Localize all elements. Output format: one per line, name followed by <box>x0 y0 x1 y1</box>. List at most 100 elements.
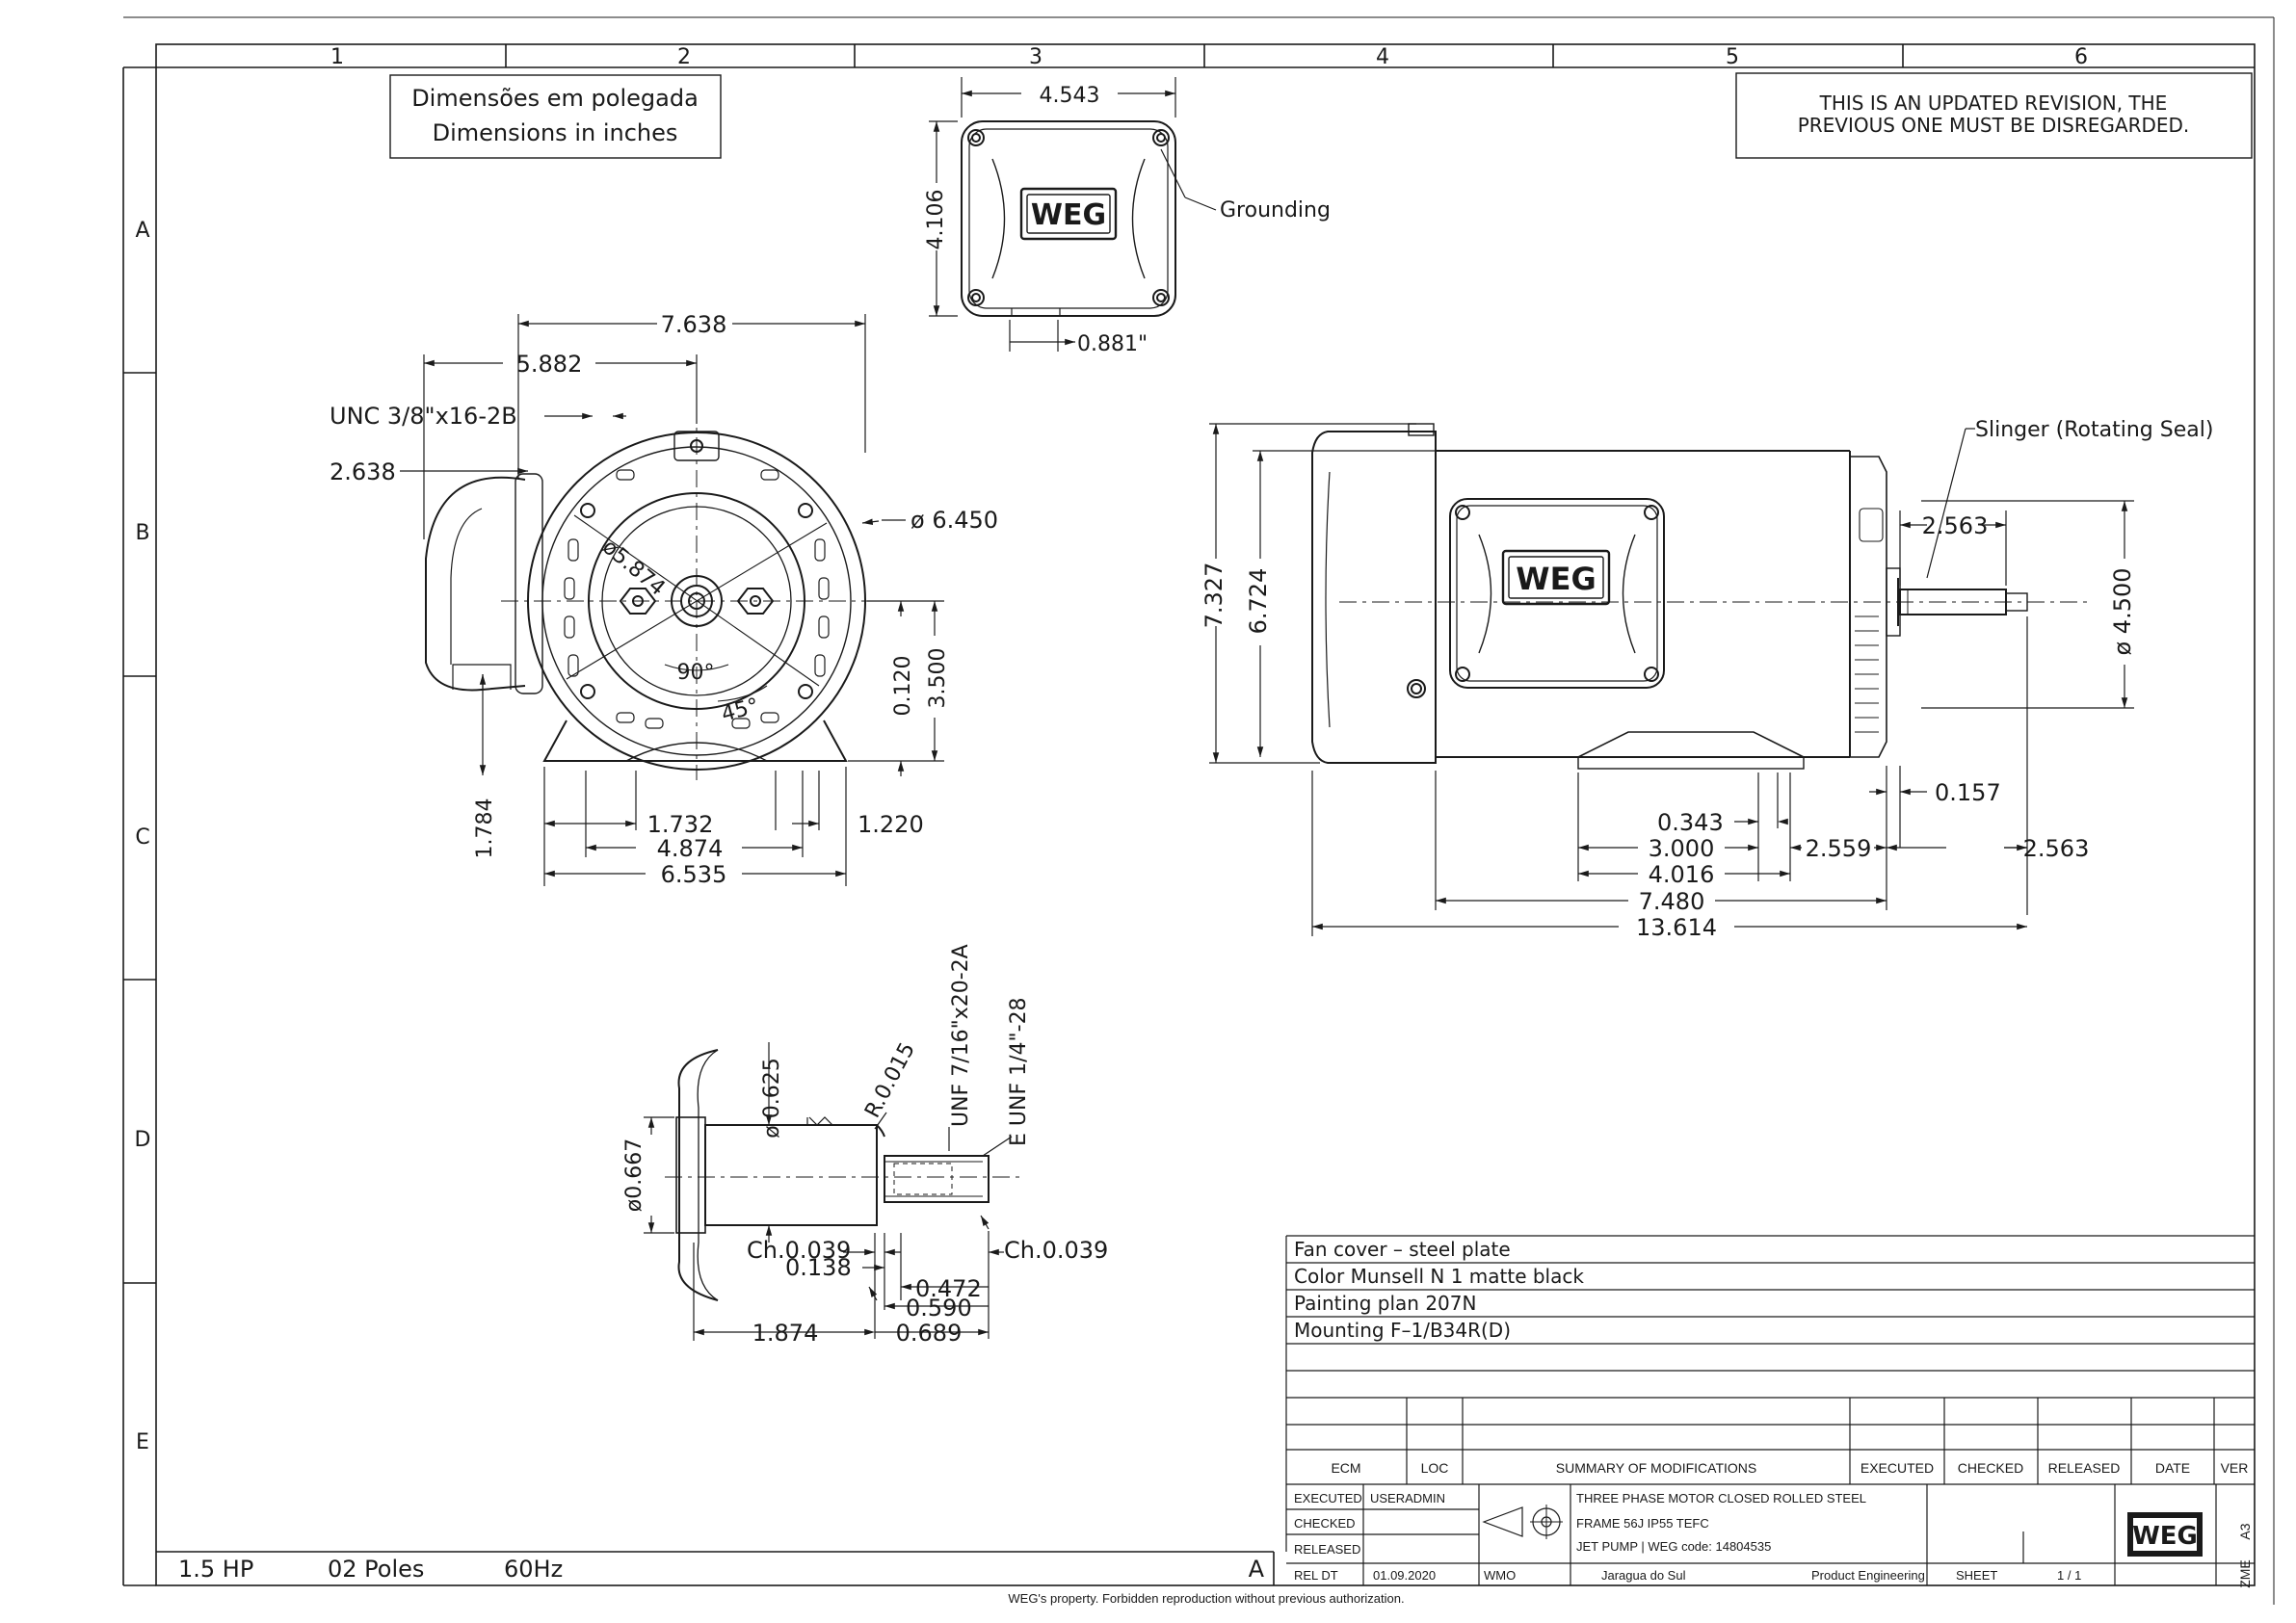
reldt-value: 01.09.2020 <box>1373 1568 1436 1583</box>
side-dim-6724: 6.724 <box>1245 568 1272 635</box>
side-dim-ext-2563: 2.563 <box>2023 835 2090 862</box>
side-weg-logo: WEG <box>1516 561 1596 597</box>
zone-row-c: C <box>135 825 149 850</box>
motor-front-view: 7.638 5.882 UNC 3/8"x16-2B 2.638 ø5.874 … <box>330 311 998 888</box>
shaft-detail-dimensions <box>644 1042 1013 1341</box>
side-flange-diameter: ø 4.500 <box>2109 567 2136 655</box>
front-dim-7638: 7.638 <box>661 311 727 338</box>
released-label: RELEASED <box>1294 1542 1360 1557</box>
side-dim-shaft-2563: 2.563 <box>1922 512 1989 539</box>
weg-logo-text: WEG <box>2132 1522 2198 1551</box>
zone-row-b: B <box>135 521 149 545</box>
units-line-pt: Dimensões em polegada <box>411 85 699 112</box>
department-label: Product Engineering <box>1811 1568 1925 1583</box>
front-dim-2638: 2.638 <box>330 458 396 485</box>
front-angle-90: 90° <box>677 661 715 685</box>
rev-header-ver: VER <box>2221 1460 2249 1476</box>
location-label: Jaragua do Sul <box>1601 1568 1686 1583</box>
notes-table: Fan cover – steel plate Color Munsell N … <box>1285 1235 2255 1552</box>
zone-col-1: 1 <box>330 45 344 69</box>
revision-note-box: THIS IS AN UPDATED REVISION, THE PREVIOU… <box>1735 72 2253 159</box>
front-dim-1784: 1.784 <box>473 798 497 859</box>
terminal-box-width: 4.543 <box>1040 84 1100 108</box>
front-dim-3500: 3.500 <box>926 648 950 709</box>
motor-side-view: WEG <box>1201 418 2213 941</box>
rev-header-summary: SUMMARY OF MODIFICATIONS <box>1556 1460 1756 1476</box>
shaft-diameter-0625: ø 0.625 <box>760 1058 784 1138</box>
shaft-chamfer-left: Ch.0.039 <box>747 1237 851 1264</box>
checked-label: CHECKED <box>1294 1516 1356 1531</box>
reldt-label: REL DT <box>1294 1568 1338 1583</box>
footer-row: 1.5 HP 02 Poles 60Hz A <box>178 1556 1265 1583</box>
zone-row-labels: A B C D E <box>135 219 151 1454</box>
side-dim-7480: 7.480 <box>1639 888 1705 915</box>
weg-logo: WEG <box>2127 1512 2203 1557</box>
front-dim-4874: 4.874 <box>657 835 724 862</box>
shaft-dim-0590: 0.590 <box>906 1295 972 1322</box>
terminal-box-height: 4.106 <box>924 190 948 250</box>
note-painting-plan: Painting plan 207N <box>1294 1292 1476 1315</box>
front-angle-45: 45° <box>719 694 761 727</box>
front-dim-1732: 1.732 <box>647 811 714 838</box>
shaft-dim-0689: 0.689 <box>896 1320 963 1347</box>
drawing-title-line1: THREE PHASE MOTOR CLOSED ROLLED STEEL <box>1576 1491 1866 1505</box>
shaft-dim-1874: 1.874 <box>752 1320 819 1347</box>
sheet-label: SHEET <box>1956 1568 1997 1583</box>
grounding-label: Grounding <box>1220 198 1331 223</box>
units-line-en: Dimensions in inches <box>433 119 678 146</box>
shaft-radius: R.0.015 <box>860 1038 920 1121</box>
side-dim-0343: 0.343 <box>1657 809 1724 836</box>
executed-by: USERADMIN <box>1370 1491 1445 1505</box>
drawing-title-line3: JET PUMP | WEG code: 14804535 <box>1576 1539 1771 1554</box>
front-dim-0120: 0.120 <box>891 656 915 717</box>
front-view-dimensions <box>400 314 944 886</box>
zone-col-5: 5 <box>1726 45 1739 69</box>
front-dim-6535: 6.535 <box>661 861 727 888</box>
front-view-vents <box>564 469 830 729</box>
footer-hp: 1.5 HP <box>178 1556 253 1583</box>
footer-revision: A <box>1249 1556 1265 1583</box>
terminal-box-gland: 0.881" <box>1077 332 1148 356</box>
zone-col-6: 6 <box>2074 45 2088 69</box>
zone-row-a: A <box>135 219 149 243</box>
rev-header-executed: EXECUTED <box>1861 1460 1934 1476</box>
side-view-fan-fins <box>1855 508 1884 733</box>
sheet-value: 1 / 1 <box>2057 1568 2081 1583</box>
side-dim-13614: 13.614 <box>1636 914 1717 941</box>
shaft-thread-end: E UNF 1/4"-28 <box>1007 997 1031 1146</box>
wmo-label: WMO <box>1484 1568 1516 1583</box>
zone-col-3: 3 <box>1029 45 1042 69</box>
shaft-chamfer-right: Ch.0.039 <box>1004 1237 1108 1264</box>
front-outer-diameter: ø 6.450 <box>910 507 998 534</box>
zme-label: ZME <box>2237 1559 2253 1588</box>
sheet-frame <box>122 16 2275 1605</box>
drawing-title-line2: FRAME 56J IP55 TEFC <box>1576 1516 1709 1531</box>
front-dim-5882: 5.882 <box>516 351 583 378</box>
rev-header-loc: LOC <box>1421 1460 1449 1476</box>
side-dim-7327: 7.327 <box>1201 563 1227 629</box>
footer-poles: 02 Poles <box>328 1556 424 1583</box>
copyright-notice: WEG's property. Forbidden reproduction w… <box>1008 1591 1404 1606</box>
shaft-shoulder-diameter: ø0.667 <box>622 1139 647 1212</box>
shaft-dim-0472: 0.472 <box>915 1275 982 1302</box>
side-dim-3000: 3.000 <box>1649 835 1715 862</box>
executed-label: EXECUTED <box>1294 1491 1362 1505</box>
sheet-size: A3 <box>2237 1523 2253 1539</box>
footer-frequency: 60Hz <box>504 1556 563 1583</box>
terminal-box-view: WEG 4.543 4.106 0.881" Grounding <box>924 77 1331 356</box>
slinger-label: Slinger (Rotating Seal) <box>1975 418 2213 442</box>
front-dim-1220: 1.220 <box>858 811 924 838</box>
rev-header-checked: CHECKED <box>1958 1460 2023 1476</box>
rev-header-date: DATE <box>2155 1460 2190 1476</box>
zone-col-2: 2 <box>677 45 691 69</box>
side-view-dimensions <box>1209 423 2134 936</box>
revision-note-line2: PREVIOUS ONE MUST BE DISREGARDED. <box>1798 114 2190 137</box>
title-block: EXECUTED USERADMIN CHECKED RELEASED REL … <box>1286 1484 2255 1588</box>
note-mounting: Mounting F–1/B34R(D) <box>1294 1319 1511 1342</box>
note-color: Color Munsell N 1 matte black <box>1294 1265 1584 1288</box>
zone-row-e: E <box>136 1430 149 1454</box>
weg-logo-badge: WEG <box>1031 198 1106 232</box>
side-dim-4016: 4.016 <box>1649 861 1715 888</box>
revision-table: ECM LOC SUMMARY OF MODIFICATIONS EXECUTE… <box>1286 1398 2255 1485</box>
